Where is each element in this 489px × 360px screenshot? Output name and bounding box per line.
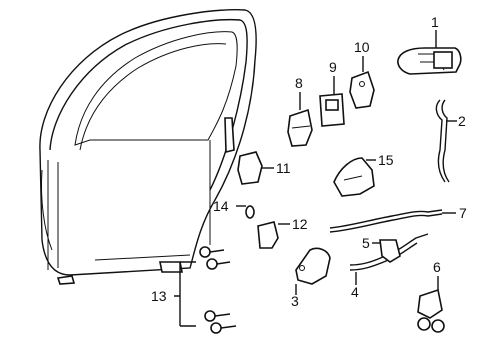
callout-11: 11	[276, 160, 291, 176]
part-10-actuator: 10	[349, 39, 375, 109]
callout-13: 13	[151, 288, 167, 304]
part-5-clip: 5	[362, 235, 401, 263]
part-6-bracket: 6	[417, 259, 445, 333]
part-11-switch: 11	[237, 151, 291, 185]
rear-door-shell	[39, 8, 257, 285]
callout-12: 12	[292, 216, 308, 232]
callout-14: 14	[213, 198, 229, 214]
part-7-rod: 7	[329, 205, 467, 233]
part-15-lock-assembly: 15	[333, 152, 394, 197]
part-13-bolts: 13	[151, 246, 237, 334]
callout-7: 7	[459, 205, 467, 221]
part-12-connector: 12	[257, 216, 308, 249]
part-9-lock-cylinder: 9	[319, 59, 345, 127]
callout-10: 10	[354, 39, 370, 55]
callout-8: 8	[295, 75, 303, 91]
part-14-bulb: 14	[213, 198, 255, 219]
part-8-module: 8	[287, 75, 313, 147]
callout-15: 15	[378, 152, 394, 168]
callout-1: 1	[431, 14, 439, 30]
callout-5: 5	[362, 235, 370, 251]
callout-6: 6	[433, 259, 441, 275]
part-1-outside-handle: 1	[397, 14, 462, 75]
part-2-lock-rod: 2	[435, 99, 466, 183]
callout-4: 4	[351, 284, 359, 300]
part-3-latch: 3	[291, 247, 331, 309]
callout-2: 2	[458, 113, 466, 129]
callout-3: 3	[291, 293, 299, 309]
callout-9: 9	[329, 59, 337, 75]
